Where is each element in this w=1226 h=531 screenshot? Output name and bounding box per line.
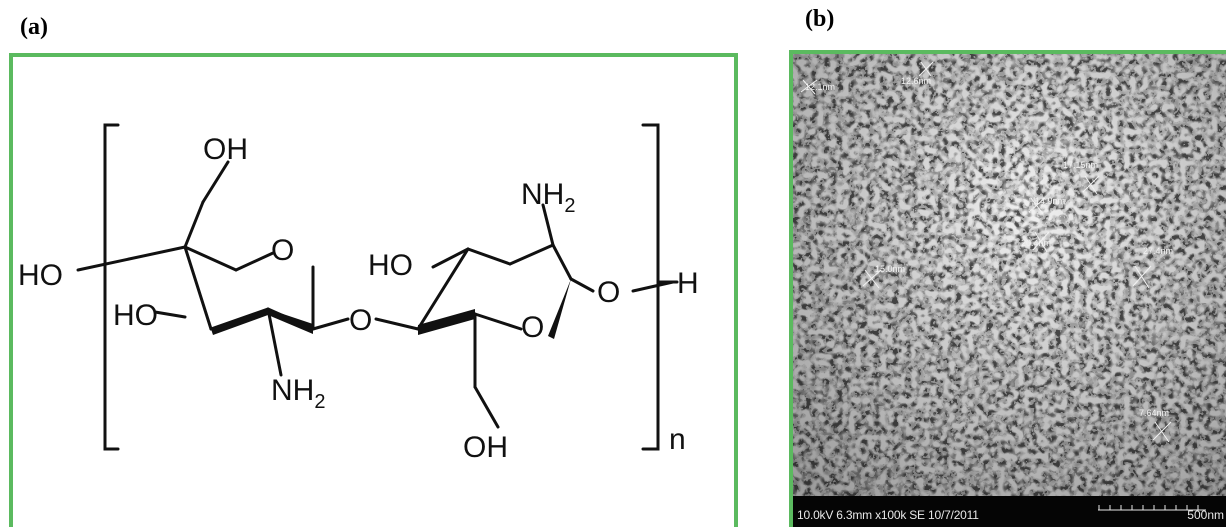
- measurement-label: 27.4nm: [1143, 246, 1173, 256]
- chemical-structure-panel: OH HO HO O NH2 O HO NH2 O O H OH n: [9, 53, 738, 527]
- o-ring2-label: O: [521, 311, 544, 344]
- wedge-bond-ring1: [211, 309, 268, 335]
- wedge-bond-ring2-o: [548, 279, 571, 339]
- o-right-label: O: [597, 276, 620, 309]
- sem-scale-label: 500nm: [1187, 508, 1224, 522]
- sem-micrograph-panel: 12.1nm 12.6nm 17.15nm 14.9nm 20.4nm 15.0…: [789, 50, 1226, 527]
- measurement-label: 12.6nm: [901, 76, 931, 86]
- o-bridge-label: O: [349, 304, 372, 337]
- sem-info-bar: 10.0kV 6.3mm x100k SE 10/7/2011 500nm: [793, 496, 1226, 527]
- measurement-label: 20.4nm: [1021, 238, 1051, 248]
- measurement-markers: [800, 61, 1172, 443]
- o-ring1-label: O: [271, 234, 294, 267]
- left-bracket: [103, 123, 120, 451]
- measurement-label: 7.64nm: [1139, 408, 1169, 418]
- chitosan-structure-diagram: OH HO HO O NH2 O HO NH2 O O H OH n: [18, 123, 699, 464]
- ho-ring1-label: HO: [113, 299, 158, 332]
- sem-micrograph: 12.1nm 12.6nm 17.15nm 14.9nm 20.4nm 15.0…: [793, 54, 1226, 496]
- nh2-bottom-label: NH2: [271, 374, 325, 413]
- wedge-bond-ring2: [418, 309, 475, 335]
- repeat-n-label: n: [669, 423, 686, 456]
- measurement-label: 12.1nm: [805, 82, 835, 92]
- panel-a-label: (a): [20, 14, 48, 40]
- measurement-label: 14.9nm: [1035, 196, 1065, 206]
- oh-top-label: OH: [203, 133, 248, 166]
- oh-bottom-label: OH: [463, 431, 508, 464]
- scale-bar-ticks: [1098, 505, 1206, 511]
- nh2-top-label: NH2: [521, 178, 575, 217]
- h-right-label: H: [677, 267, 699, 300]
- wedge-bond-ring1-right: [268, 309, 313, 334]
- sem-acquisition-info: 10.0kV 6.3mm x100k SE 10/7/2011: [797, 508, 979, 522]
- measurement-label: 17.15nm: [1063, 160, 1098, 170]
- ho-left-label: HO: [18, 259, 63, 292]
- ho-ring2-label: HO: [368, 249, 413, 282]
- panel-b-label: (b): [805, 6, 835, 32]
- measurement-label: 15.0nm: [875, 264, 905, 274]
- right-bracket: [641, 123, 660, 451]
